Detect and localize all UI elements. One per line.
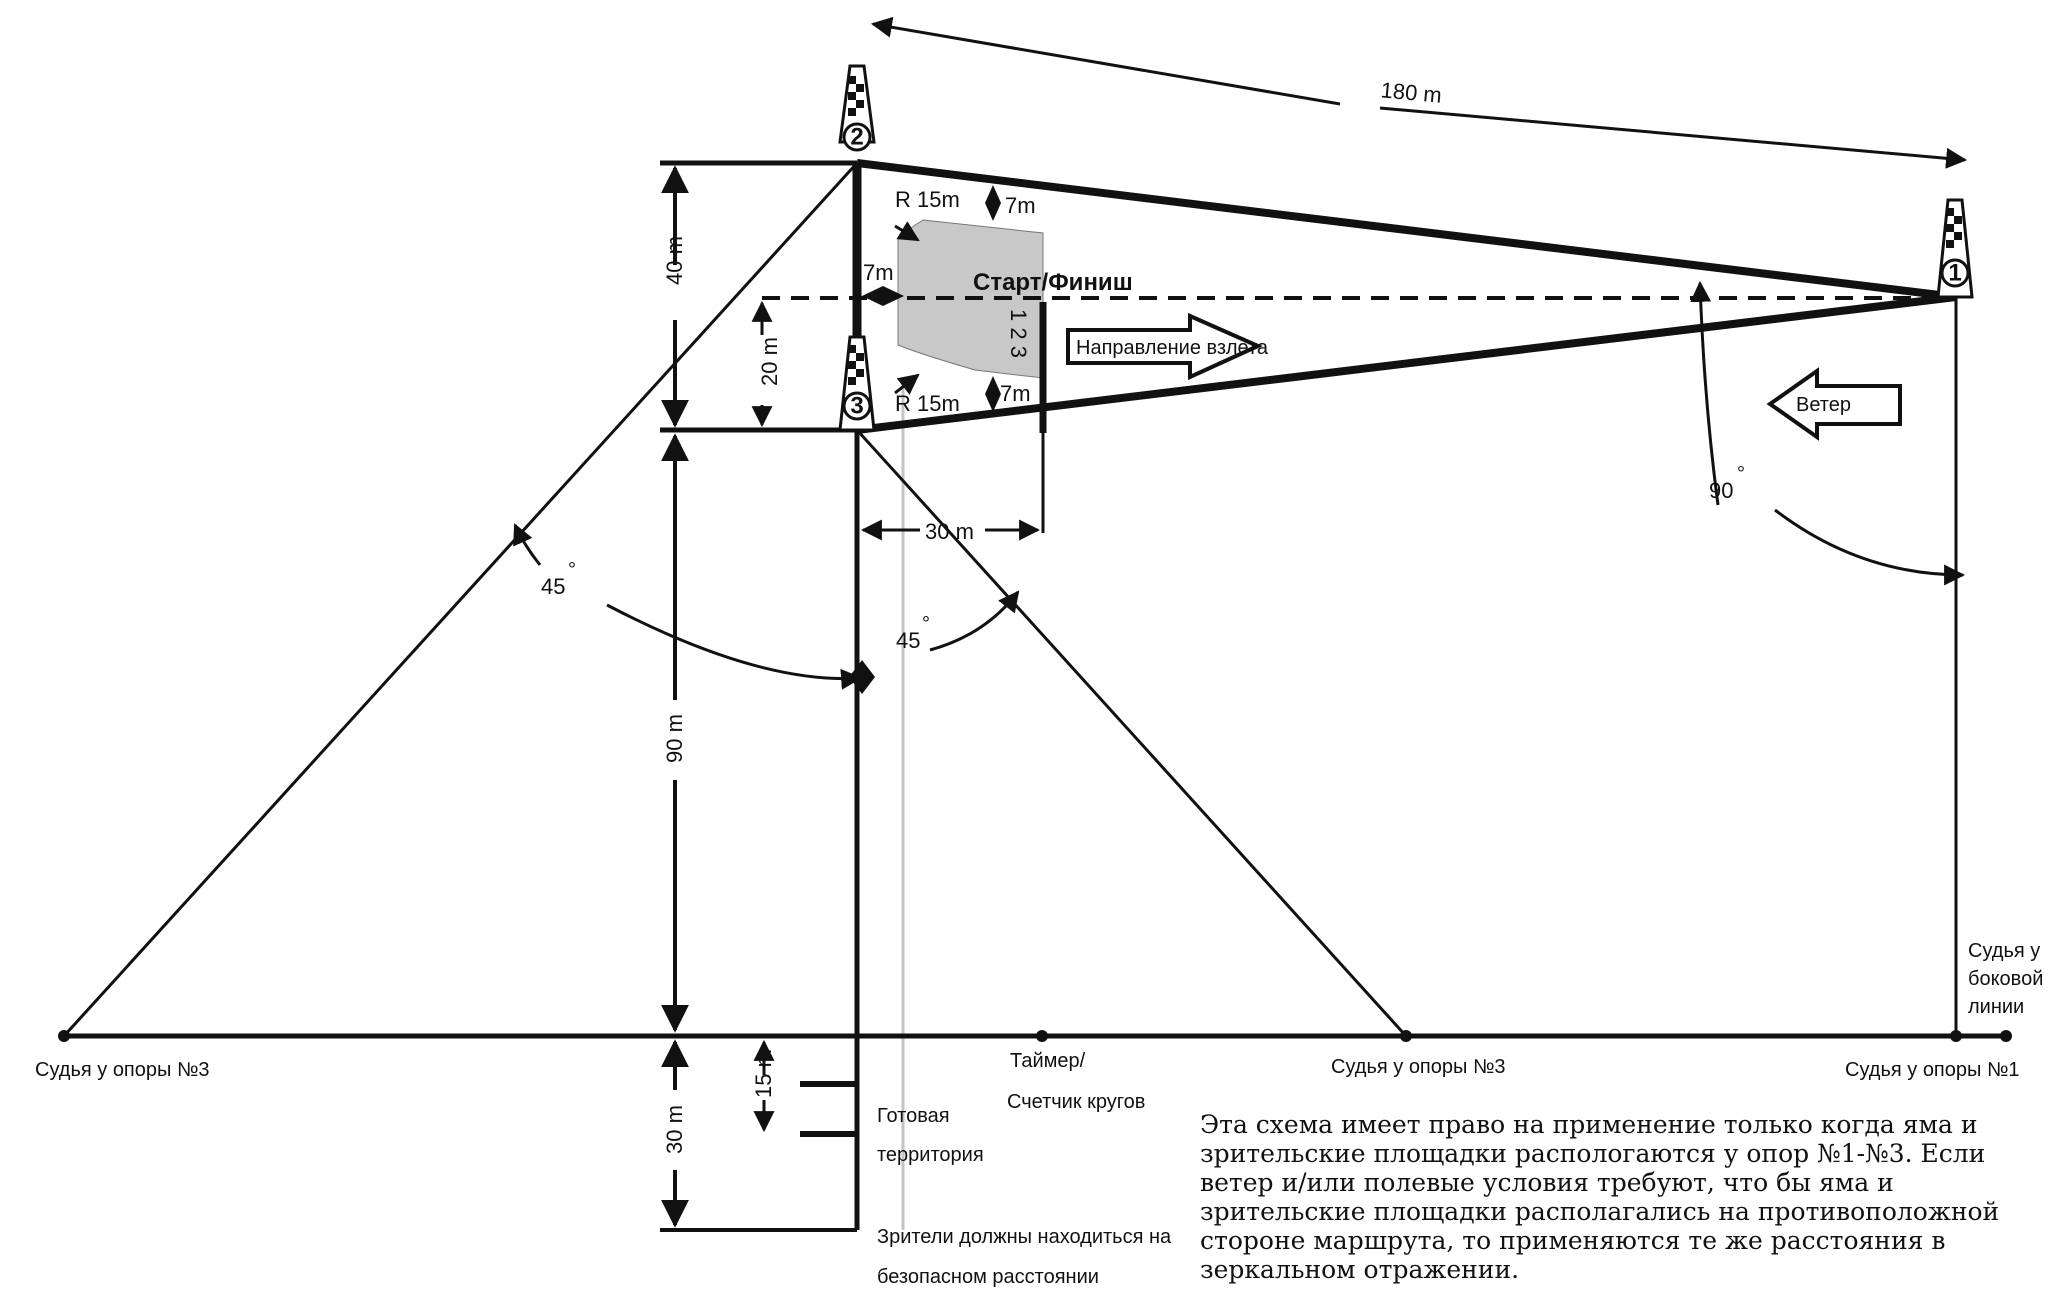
side-judge-line2: боковой [1968, 968, 2043, 990]
note-line-2: зрительские площадки распологаются у опо… [1200, 1139, 1986, 1168]
course-triangle [60, 159, 2010, 1232]
judge-pylon3-left: Судья у опоры №3 [35, 1059, 210, 1081]
ready-area-line2: территория [877, 1144, 984, 1166]
note-line-1: Эта схема имеет право на применение толь… [1200, 1110, 1978, 1139]
takeoff-direction-label: Направление взлета [1076, 337, 1269, 359]
radius-bottom-label: R 15m [895, 391, 960, 416]
judge-pylon3-right: Судья у опоры №3 [1331, 1056, 1506, 1078]
separation-diamonds [849, 185, 1001, 694]
note-line-4: зрительские площадки располагались на пр… [1200, 1197, 2000, 1226]
dimension-30m-horizontal: 30 m [925, 519, 974, 544]
dimension-15m: 15 m [751, 1049, 776, 1098]
start-finish-label: Старт/Финиш [973, 269, 1133, 296]
separation-mid-label: 7m [863, 260, 894, 285]
pylon-1-number: 1 [1948, 260, 1961, 287]
radius-top-label: R 15m [895, 187, 960, 212]
degree-mark-right: ° [922, 613, 930, 635]
wind-arrow [1766, 367, 1902, 441]
dimension-180m: 180 m [1380, 77, 1443, 108]
side-judge-line1: Судья у [1968, 940, 2040, 962]
separation-top-label: 7m [1005, 193, 1036, 218]
note-line-5: стороне маршрута, то применяются те же р… [1200, 1226, 1946, 1255]
dimension-30m-vertical: 30 m [662, 1105, 687, 1154]
degree-mark-left: ° [568, 559, 576, 581]
note-line-6: зеркальном отражении. [1200, 1255, 1520, 1284]
timer-line2: Счетчик кругов [1007, 1091, 1145, 1113]
angle-45-left: 45 [541, 574, 565, 599]
dimension-40m: 40 m [662, 236, 687, 285]
side-judge-line3: линии [1968, 996, 2024, 1018]
separation-bottom-label: 7m [1000, 381, 1031, 406]
dimension-20m: 20 m [757, 337, 782, 386]
ground-points [58, 1030, 2012, 1042]
spectators-line2: безопасном расстоянии [877, 1266, 1099, 1288]
note-line-3: ветер и/или полевые условия требуют, что… [1200, 1168, 1894, 1197]
timer-line1: Таймер/ [1010, 1050, 1086, 1072]
pylon-3 [838, 335, 876, 432]
ready-area-line1: Готовая [877, 1105, 950, 1127]
dimension-arrows [513, 16, 1968, 1228]
pylon-1 [1936, 198, 1974, 299]
pylon-2 [838, 64, 876, 152]
takeoff-direction-arrow [1066, 312, 1263, 381]
judge-pylon1: Судья у опоры №1 [1845, 1059, 2020, 1081]
usage-note: Эта схема имеет право на применение толь… [1200, 1110, 2000, 1284]
angle-90: 90 [1709, 478, 1733, 503]
spectators-line1: Зрители должны находиться на [877, 1226, 1172, 1248]
wind-label: Ветер [1796, 394, 1851, 416]
pylon-3-number: 3 [850, 393, 863, 420]
pylon-2-number: 2 [850, 124, 863, 151]
angle-45-right: 45 [896, 628, 920, 653]
degree-mark-90: ° [1737, 463, 1745, 485]
dimension-90m: 90 m [662, 714, 687, 763]
lane-numbers: 1 2 3 [1006, 309, 1031, 358]
